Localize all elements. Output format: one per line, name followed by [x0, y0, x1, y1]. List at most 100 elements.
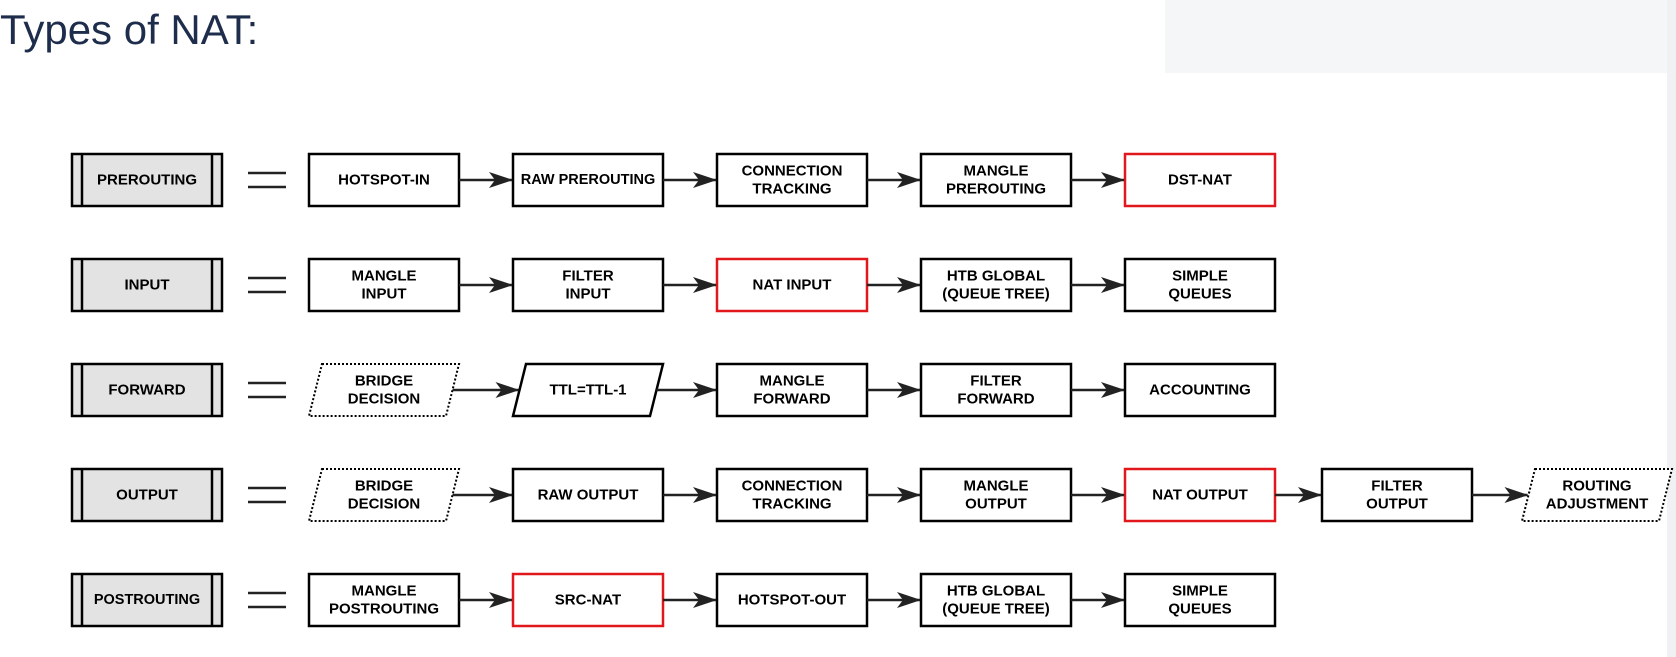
highlighted-box [1123, 467, 1277, 523]
step-htb-global-queue-tree: HTB GLOBAL(QUEUE TREE) [919, 257, 1073, 313]
chain-box-frame [70, 152, 224, 208]
box-label-line: PREROUTING [946, 181, 1046, 198]
page-title: Types of NAT: [0, 6, 259, 53]
box-label-line: DECISION [348, 496, 421, 513]
box-label-line: HTB GLOBAL [947, 268, 1045, 285]
process-box [1123, 362, 1277, 418]
highlighted-box [715, 257, 869, 313]
box-label-line: TRACKING [752, 496, 831, 513]
top-right-panel [1165, 0, 1667, 73]
box-label-line: MANGLE [760, 373, 825, 390]
step-nat-output: NAT OUTPUT [1123, 467, 1277, 523]
box-label-line: OUTPUT [965, 496, 1027, 513]
process-box [715, 362, 869, 418]
process-box [715, 152, 869, 208]
box-label-line: RAW PREROUTING [521, 172, 656, 188]
box-label-line: HOTSPOT-IN [338, 172, 430, 189]
box-label-line: DECISION [348, 391, 421, 408]
chain-row-prerouting: PREROUTING HOTSPOT-IN RAW PREROUTING CONNEC… [70, 152, 1277, 208]
box-label-line: SIMPLE [1172, 268, 1228, 285]
chain-name: PREROUTING [97, 172, 197, 189]
box-label-line: POSTROUTING [329, 601, 439, 618]
process-box [919, 362, 1073, 418]
step-dst-nat: DST-NAT [1123, 152, 1277, 208]
chain-box-frame [70, 257, 224, 313]
highlighted-box [1123, 152, 1277, 208]
chain-row-forward: FORWARDBRIDGEDECISIONTTL=TTL-1MANGLEFORW… [70, 362, 1277, 418]
box-label-line: ACCOUNTING [1149, 382, 1251, 399]
chain-name: POSTROUTING [94, 592, 200, 608]
chain-name: FORWARD [108, 382, 185, 399]
box-label-line: BRIDGE [355, 373, 413, 390]
dotted-parallelogram [1520, 468, 1674, 522]
process-box [1123, 572, 1277, 628]
box-label-line: FORWARD [753, 391, 830, 408]
step-hotspot-in: HOTSPOT-IN [307, 152, 461, 208]
chain-box: POSTROUTING [70, 572, 224, 628]
box-label-line: BRIDGE [355, 478, 413, 495]
step-nat-input: NAT INPUT [715, 257, 869, 313]
chain-box-frame [70, 362, 224, 418]
box-label-line: HTB GLOBAL [947, 583, 1045, 600]
box-label-line: CONNECTION [742, 478, 843, 495]
step-accounting: ACCOUNTING [1123, 362, 1277, 418]
step-ttl-ttl-1: TTL=TTL-1 [511, 362, 665, 418]
box-label-line: INPUT [362, 286, 407, 303]
box-label-line: QUEUES [1168, 601, 1231, 618]
chain-box: FORWARD [70, 362, 224, 418]
process-box [1123, 257, 1277, 313]
step-htb-global-queue-tree: HTB GLOBAL(QUEUE TREE) [919, 572, 1073, 628]
step-raw-output: RAW OUTPUT [511, 467, 665, 523]
step-hotspot-out: HOTSPOT-OUT [715, 572, 869, 628]
chain-box-frame [70, 572, 224, 628]
box-label-line: OUTPUT [1366, 496, 1428, 513]
box-label-line: FORWARD [957, 391, 1034, 408]
chain-name: INPUT [125, 277, 170, 294]
parallelogram [511, 362, 665, 418]
box-label-line: FILTER [970, 373, 1022, 390]
right-edge-strip [1667, 0, 1676, 657]
chain-box-frame [70, 467, 224, 523]
box-label-line: MANGLE [964, 163, 1029, 180]
box-label-line: FILTER [1371, 478, 1423, 495]
box-label-line: (QUEUE TREE) [942, 286, 1050, 303]
chain-name: OUTPUT [116, 487, 178, 504]
dotted-parallelogram [307, 468, 461, 522]
step-src-nat: SRC-NAT [511, 572, 665, 628]
box-label-line: MANGLE [964, 478, 1029, 495]
chain-box: PREROUTING [70, 152, 224, 208]
box-label-line: (QUEUE TREE) [942, 601, 1050, 618]
process-box [715, 572, 869, 628]
box-label-line: MANGLE [352, 268, 417, 285]
box-label-line: FILTER [562, 268, 614, 285]
process-box [307, 572, 461, 628]
process-box [511, 257, 665, 313]
box-label-line: MANGLE [352, 583, 417, 600]
box-label-line: RAW OUTPUT [538, 487, 639, 504]
box-label-line: TRACKING [752, 181, 831, 198]
box-label-line: ADJUSTMENT [1546, 496, 1649, 513]
box-label-line: SRC-NAT [555, 592, 621, 609]
box-label-line: ROUTING [1562, 478, 1631, 495]
process-box [919, 257, 1073, 313]
chain-box: INPUT [70, 257, 224, 313]
process-box [919, 152, 1073, 208]
box-label-line: CONNECTION [742, 163, 843, 180]
step-raw-prerouting: RAW PREROUTING [511, 152, 665, 208]
